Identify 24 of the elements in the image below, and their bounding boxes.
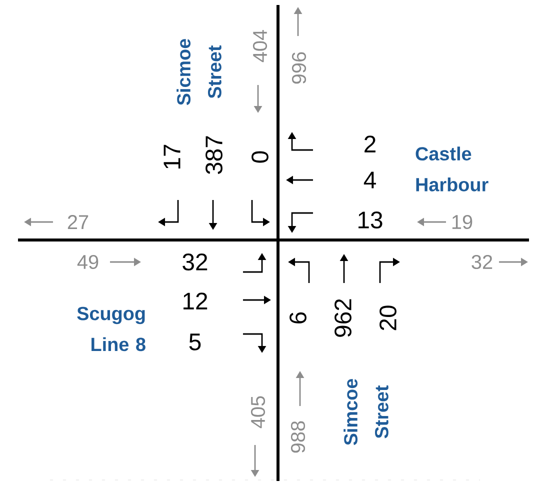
street-name: Simcoe Street [344, 378, 388, 446]
approach-total: 19 [452, 214, 472, 230]
approach-total: 405 [250, 396, 266, 428]
approach-total: 27 [68, 215, 88, 229]
approach-total: 404 [252, 30, 268, 62]
turn-volume: 32 [182, 254, 208, 270]
turn-volume: 2 [364, 136, 376, 152]
turn-volume: 0 [252, 151, 268, 163]
approach-total: 988 [290, 421, 306, 453]
turn-volume: 13 [358, 212, 382, 228]
street-name: Scugog Line 8 [77, 306, 146, 352]
turn-volume: 17 [164, 144, 180, 168]
approach-total: 49 [77, 254, 98, 270]
turn-volume: 6 [290, 312, 306, 324]
approach-total: 32 [472, 254, 492, 270]
street-name: Castle Harbour [416, 146, 488, 192]
turn-volume: 962 [334, 299, 352, 337]
turn-volume: 20 [380, 306, 396, 330]
turn-volume: 4 [364, 172, 376, 188]
turn-volume: 12 [184, 292, 208, 310]
turn-volume: 5 [189, 334, 201, 350]
turn-volume: 387 [206, 136, 222, 174]
street-name: Sicmoe Street [176, 38, 222, 106]
approach-total: 996 [292, 52, 306, 84]
